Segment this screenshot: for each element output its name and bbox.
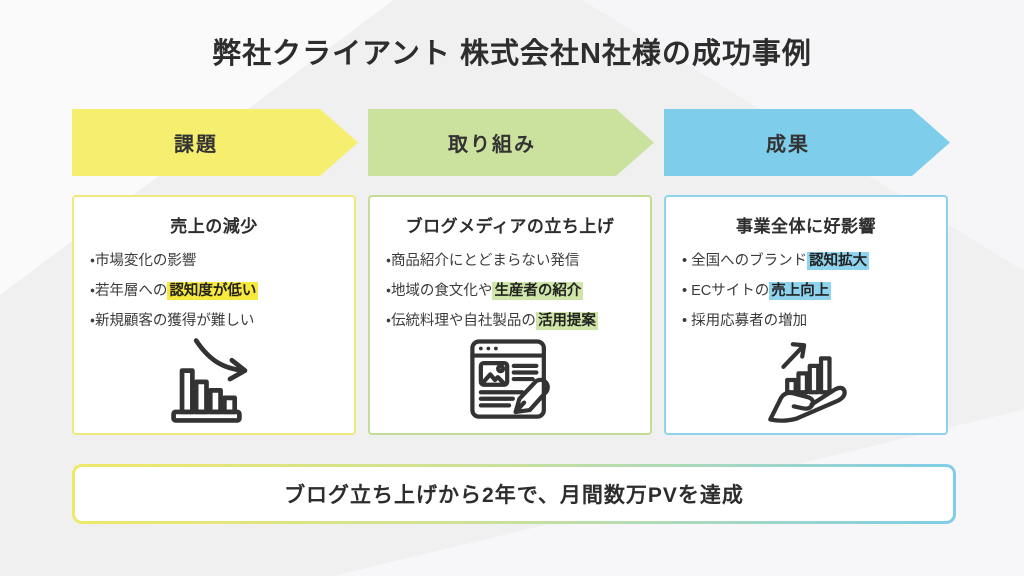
- bullet-item: ・商品紹介にとどまらない発信: [386, 246, 640, 276]
- card-title: 売上の減少: [170, 217, 258, 236]
- bullet-marker: ・: [386, 313, 391, 329]
- bullet-text: 市場変化の影響: [94, 253, 197, 269]
- step-card: 売上の減少 ・市場変化の影響・若年層への認知度が低い・新規顧客の獲得が難しい: [72, 195, 356, 435]
- bullet-item: • ECサイトの売上向上: [682, 276, 936, 306]
- result-banner-text: ブログ立ち上げから2年で、月間数万PVを達成: [284, 484, 744, 507]
- blog-media-icon: [470, 339, 550, 419]
- bullet-text: 商品紹介にとどまらない発信: [390, 253, 580, 269]
- result-banner: ブログ立ち上げから2年で、月間数万PVを達成: [72, 464, 956, 524]
- step-arrow-label: 取り組み: [448, 134, 536, 156]
- step-arrow-label: 成果: [766, 134, 810, 156]
- bullet-item: • 採用応募者の増加: [682, 306, 936, 336]
- step-column: 取り組み ブログメディアの立ち上げ ・商品紹介にとどまらない発信・地域の食文化や…: [368, 109, 654, 439]
- highlighted-text: 売上向上: [769, 282, 832, 300]
- bullet-item: ・市場変化の影響: [90, 246, 344, 276]
- card-icon-slot: [159, 331, 269, 429]
- bullet-text: 全国へのブランド: [691, 253, 808, 269]
- bullet-marker: ・: [386, 253, 391, 269]
- highlighted-text: 活用提案: [535, 312, 598, 330]
- highlighted-text: 認知度が低い: [167, 282, 259, 300]
- result-banner-inner: ブログ立ち上げから2年で、月間数万PVを達成: [75, 467, 953, 521]
- step-card: ブログメディアの立ち上げ ・商品紹介にとどまらない発信・地域の食文化や生産者の紹…: [368, 195, 652, 435]
- page-title: 弊社クライアント 株式会社N社様の成功事例: [212, 38, 812, 70]
- step-column: 課題 売上の減少 ・市場変化の影響・若年層への認知度が低い・新規顧客の獲得が難し…: [72, 109, 358, 439]
- bullet-marker: ・: [90, 283, 95, 299]
- bullet-text: 新規顧客の獲得が難しい: [94, 313, 255, 329]
- bullet-list: ・商品紹介にとどまらない発信・地域の食文化や生産者の紹介・伝統料理や自社製品の活…: [370, 246, 650, 336]
- step-column: 成果 事業全体に好影響 • 全国へのブランド認知拡大• ECサイトの売上向上• …: [664, 109, 950, 439]
- bullet-text: 伝統料理や自社製品の: [390, 313, 536, 329]
- card-icon-slot: [455, 331, 565, 429]
- highlighted-text: 認知拡大: [807, 252, 870, 270]
- bullet-list: ・市場変化の影響・若年層への認知度が低い・新規顧客の獲得が難しい: [74, 246, 354, 336]
- bullet-item: • 全国へのブランド認知拡大: [682, 246, 936, 276]
- step-card: 事業全体に好影響 • 全国へのブランド認知拡大• ECサイトの売上向上• 採用応…: [664, 195, 948, 435]
- step-arrow-label: 課題: [174, 134, 218, 156]
- step-arrow: 課題: [72, 109, 358, 176]
- step-arrow: 成果: [664, 109, 950, 176]
- highlighted-text: 生産者の紹介: [492, 282, 584, 300]
- bullet-text: 若年層への: [94, 283, 168, 299]
- bullet-text: 採用応募者の増加: [691, 313, 808, 329]
- growth-hand-icon: [768, 342, 847, 423]
- step-arrow: 取り組み: [368, 109, 654, 176]
- bullet-marker: •: [682, 313, 692, 329]
- bullet-text: ECサイトの: [691, 283, 770, 299]
- card-icon-slot: [751, 331, 861, 429]
- bullet-marker: •: [682, 283, 692, 299]
- bullet-text: 地域の食文化や: [390, 283, 493, 299]
- bullet-item: ・伝統料理や自社製品の活用提案: [386, 306, 640, 336]
- bullet-item: ・新規顧客の獲得が難しい: [90, 306, 344, 336]
- bullet-marker: ・: [90, 313, 95, 329]
- bullet-list: • 全国へのブランド認知拡大• ECサイトの売上向上• 採用応募者の増加: [666, 246, 946, 336]
- bullet-marker: •: [682, 253, 692, 269]
- bullet-marker: ・: [90, 253, 95, 269]
- card-title: ブログメディアの立ち上げ: [405, 217, 615, 236]
- bullet-marker: ・: [386, 283, 391, 299]
- card-title: 事業全体に好影響: [736, 217, 876, 236]
- bullet-item: ・地域の食文化や生産者の紹介: [386, 276, 640, 306]
- declining-chart-icon: [171, 338, 248, 423]
- bullet-item: ・若年層への認知度が低い: [90, 276, 344, 306]
